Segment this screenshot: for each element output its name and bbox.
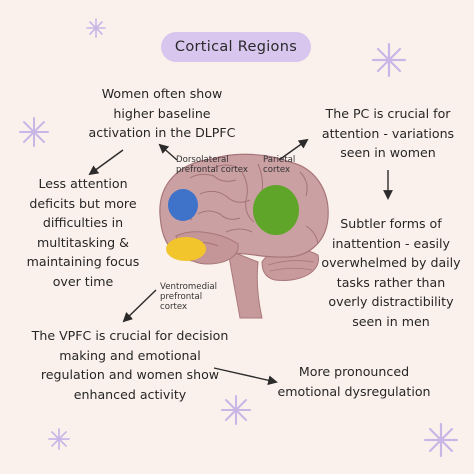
- label-line: prefrontal cortex: [176, 165, 249, 175]
- label-line: cortex: [263, 165, 291, 175]
- label-line: Ventromedial: [160, 282, 218, 292]
- label-line: cortex: [160, 302, 188, 312]
- note-dysregulation: More pronounced emotional dysregulation: [256, 362, 452, 401]
- note-line: enhanced activity: [73, 386, 187, 402]
- sparkle-icon: [371, 42, 407, 78]
- title-text: Cortical Regions: [174, 39, 298, 55]
- sparkle-icon: [423, 422, 459, 458]
- note-line: maintaining focus: [26, 254, 140, 270]
- note-line: higher baseline: [113, 105, 211, 121]
- note-dlpfc: Women often show higher baseline activat…: [72, 84, 252, 143]
- note-line: overly distractibility: [328, 294, 454, 310]
- note-parietal: The PC is crucial for attention - variat…: [306, 104, 470, 163]
- note-line: making and emotional: [59, 347, 201, 363]
- label-line: Parietal: [263, 155, 296, 165]
- note-line: seen in women: [340, 145, 436, 161]
- label-line: prefrontal: [160, 292, 203, 302]
- note-line: multitasking &: [37, 234, 129, 250]
- note-line: attention - variations: [321, 125, 455, 141]
- note-line: The PC is crucial for: [325, 106, 451, 121]
- note-line: overwhelmed by daily: [321, 255, 461, 271]
- note-attention-deficits: Less attention deficits but more difficu…: [8, 174, 158, 292]
- note-vpfc: The VPFC is crucial for decision making …: [14, 326, 246, 404]
- note-line: emotional dysregulation: [277, 383, 431, 399]
- label-dlpfc: Dorsolateral prefrontal cortex: [176, 155, 248, 175]
- sparkle-icon: [86, 18, 106, 38]
- note-line: inattention - easily: [332, 235, 450, 251]
- arrow-icon: [88, 138, 393, 386]
- note-line: over time: [52, 273, 114, 289]
- label-parietal: Parietal cortex: [263, 155, 295, 175]
- note-line: seen in men: [352, 313, 430, 329]
- note-line: difficulties in: [42, 215, 124, 231]
- note-line: Women often show: [101, 86, 223, 101]
- note-inattention: Subtler forms of inattention - easily ov…: [312, 214, 470, 332]
- parietal-region: [253, 185, 299, 235]
- note-line: Subtler forms of: [340, 216, 442, 231]
- note-line: More pronounced: [298, 364, 410, 379]
- brain-illustration: [159, 153, 329, 319]
- note-line: deficits but more: [29, 195, 137, 211]
- sparkle-icon: [48, 428, 70, 450]
- label-line: Dorsolateral: [176, 155, 229, 165]
- note-line: tasks rather than: [336, 274, 446, 290]
- note-line: Less attention: [38, 176, 128, 191]
- sparkle-icon: [19, 117, 49, 147]
- vmpfc-region: [166, 237, 206, 261]
- note-line: regulation and women show: [40, 367, 220, 383]
- note-line: activation in the DLPFC: [88, 125, 236, 141]
- sparkle-icon: [221, 395, 251, 425]
- label-vmpfc: Ventromedial prefrontal cortex: [160, 282, 217, 312]
- dlpfc-region: [168, 189, 198, 221]
- page-title: Cortical Regions: [161, 32, 311, 62]
- note-line: The VPFC is crucial for decision: [31, 328, 229, 343]
